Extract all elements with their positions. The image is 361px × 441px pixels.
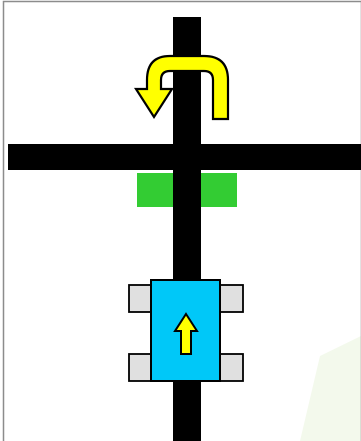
horizontal-road xyxy=(8,144,361,170)
robot-wheel-rear-left xyxy=(129,354,152,381)
robot-wheel-rear-right xyxy=(220,354,243,381)
robot-wheel-front-left xyxy=(129,285,152,312)
background-watermark xyxy=(300,336,361,441)
green-marker-right xyxy=(201,173,237,207)
robot-wheel-front-right xyxy=(220,285,243,312)
robot xyxy=(129,280,243,381)
green-marker-left xyxy=(137,173,173,207)
